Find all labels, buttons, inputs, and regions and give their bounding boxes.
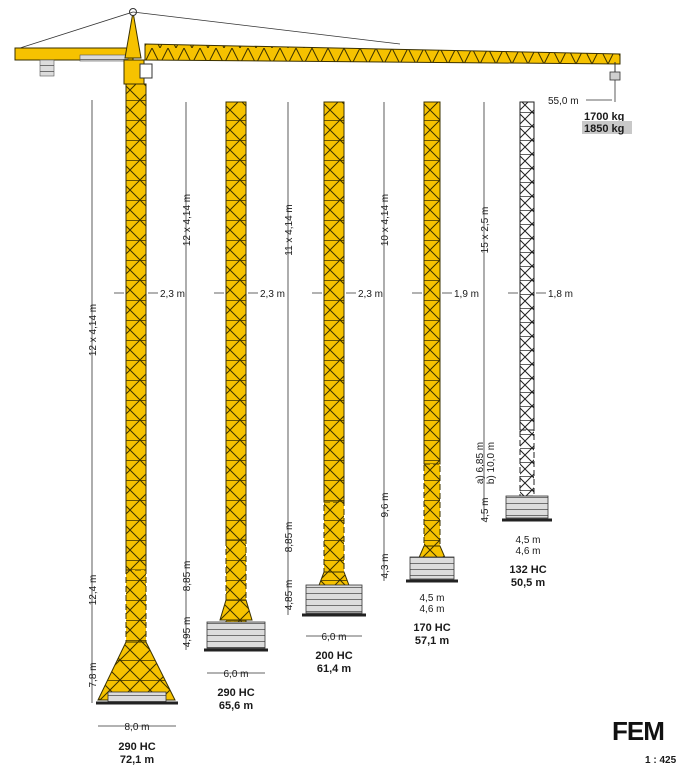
height-label: 72,1 m <box>120 754 154 766</box>
load-label-2: 1850 kg <box>584 123 624 135</box>
radius-label: 55,0 m <box>548 96 579 107</box>
base-section-label: 7,8 m <box>88 662 99 687</box>
base-width-label-a: 4,5 m <box>515 535 540 546</box>
height-label: 65,6 m <box>219 700 253 712</box>
base-width-label: 6,0 m <box>223 669 248 680</box>
mast-base-frame <box>97 641 176 701</box>
mid-section-label-b: b) 10,0 m <box>486 442 497 484</box>
mast-upper <box>519 101 535 431</box>
tower-head <box>124 11 142 59</box>
base-width-label: 6,0 m <box>321 632 346 643</box>
mast-upper <box>225 101 247 541</box>
base-ballast <box>305 584 363 614</box>
crane-top: 55,0 m 1700 kg 1850 kg <box>14 8 632 135</box>
mid-section-label-a: a) 6,85 m <box>475 442 486 484</box>
upper-sections-label: 11 x 4,14 m <box>284 204 295 256</box>
model-label: 170 HC <box>413 622 450 634</box>
mid-section-label: 8,85 m <box>284 522 295 553</box>
mast-mid <box>423 463 441 547</box>
mid-section-label: 12,4 m <box>88 575 99 606</box>
model-label: 200 HC <box>315 650 352 662</box>
base-width-label: 8,0 m <box>124 722 149 733</box>
height-label: 61,4 m <box>317 663 351 675</box>
mast-upper <box>125 83 147 571</box>
mast-base-frame <box>219 599 253 621</box>
mast-mid <box>519 429 535 497</box>
model-label: 132 HC <box>509 564 546 576</box>
base-section-label: 4,5 m <box>480 497 491 522</box>
base-ballast <box>505 495 549 519</box>
pendant-rear <box>19 11 134 49</box>
fem-logo: FEM <box>612 716 664 746</box>
crane-290hc-65m: 12 x 4,14 m 8,85 m 4,95 m 2,3 m 6,0 m 29… <box>182 101 285 712</box>
mast-mid <box>323 501 345 573</box>
mast-width-label: 2,3 m <box>160 289 185 300</box>
mast-upper <box>423 101 441 465</box>
scale-label: 1 : 425 <box>645 755 677 766</box>
counter-jib-platform <box>79 54 129 62</box>
upper-sections-label: 12 x 4,14 m <box>88 304 99 356</box>
crane-290hc-72m: 12 x 4,14 m 12,4 m 7,8 m 2,3 m 8,0 m 290… <box>88 83 185 766</box>
jib <box>144 43 621 65</box>
mast-width-label: 2,3 m <box>358 289 383 300</box>
height-label: 50,5 m <box>511 577 545 589</box>
load-label-1: 1700 kg <box>584 111 624 123</box>
model-label: 290 HC <box>217 687 254 699</box>
base-width-label-b: 4,6 m <box>419 604 444 615</box>
footer: FEM 1 : 425 <box>612 716 677 766</box>
model-label: 290 HC <box>118 741 155 753</box>
operator-cabin <box>139 63 153 79</box>
crane-132hc: 15 x 2,5 m a) 6,85 m b) 10,0 m 4,5 m 1,8… <box>475 101 573 589</box>
load-label-2-highlight <box>582 121 632 134</box>
base-width-label-a: 4,5 m <box>419 593 444 604</box>
base-ballast <box>206 621 266 649</box>
mast-width-label: 1,9 m <box>454 289 479 300</box>
crane-200hc: 11 x 4,14 m 8,85 m 4,85 m 2,3 m 6,0 m 20… <box>284 101 383 675</box>
mast-upper <box>323 101 345 503</box>
base-ballast <box>409 556 455 580</box>
base-ballast <box>107 691 167 703</box>
pendant-front <box>132 11 401 45</box>
mid-section-label: 8,85 m <box>182 561 193 592</box>
mast-width-label: 2,3 m <box>260 289 285 300</box>
upper-sections-label: 12 x 4,14 m <box>182 194 193 246</box>
upper-sections-label: 15 x 2,5 m <box>480 207 491 254</box>
base-width-label-b: 4,6 m <box>515 546 540 557</box>
base-section-label: 4,85 m <box>284 580 295 611</box>
mid-section-label: 9,6 m <box>380 492 391 517</box>
hook-block <box>609 71 621 81</box>
base-section-label: 4,3 m <box>380 553 391 578</box>
mast-width-label: 1,8 m <box>548 289 573 300</box>
height-label: 57,1 m <box>415 635 449 647</box>
counterweight <box>39 59 55 77</box>
crane-170hc: 10 x 4,14 m 9,6 m 4,3 m 1,9 m 4,5 m 4,6 … <box>380 101 479 647</box>
upper-sections-label: 10 x 4,14 m <box>380 194 391 246</box>
base-section-label: 4,95 m <box>182 617 193 648</box>
mast-mid <box>125 569 147 643</box>
